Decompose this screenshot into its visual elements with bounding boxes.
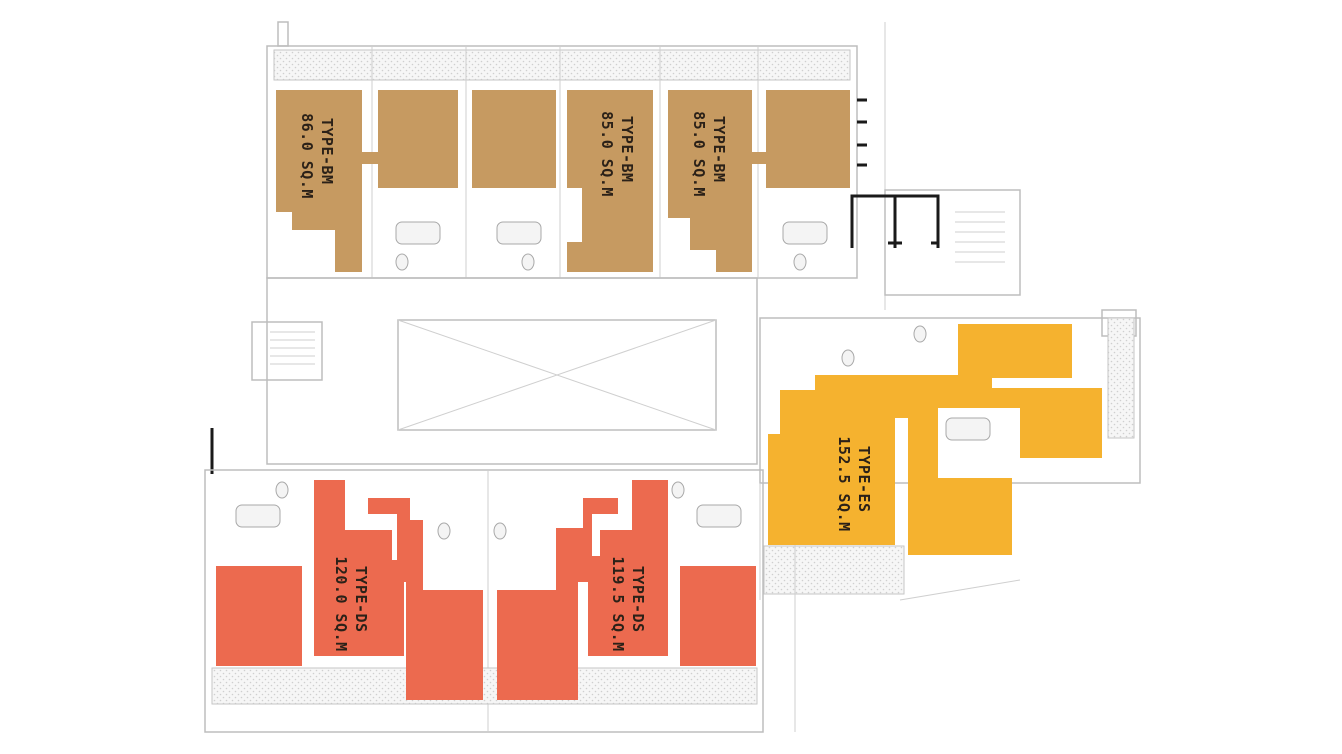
unit-bm-3-area[interactable] xyxy=(668,90,752,272)
unit-ds-2-area[interactable] xyxy=(588,480,668,656)
svg-text:TYPE-ES 152.5 SQ.M: TYPE-ES 152.5 SQ.M xyxy=(835,436,873,531)
unit-bm-1-area[interactable] xyxy=(276,90,362,272)
label-es-1-type: TYPE-ES xyxy=(855,446,873,513)
svg-text:TYPE-BM 85.0 SQ.M: TYPE-BM 85.0 SQ.M xyxy=(690,111,728,197)
building-walls xyxy=(204,21,1141,733)
label-bm-3-type: TYPE-BM xyxy=(710,116,728,183)
unit-bm-3-room[interactable] xyxy=(766,90,850,188)
unit-es-1-room[interactable] xyxy=(958,324,1072,378)
svg-text:TYPE-DS 120.0 SQ.M: TYPE-DS 120.0 SQ.M xyxy=(332,556,370,651)
bottom-balcony xyxy=(211,667,758,705)
bm-units xyxy=(276,90,850,272)
label-ds-1-type: TYPE-DS xyxy=(352,566,370,633)
unit-bm-2-area[interactable] xyxy=(567,90,653,272)
right-stair xyxy=(955,211,1005,263)
unit-ds-2-room[interactable] xyxy=(680,566,756,666)
label-es-1-area: 152.5 SQ.M xyxy=(835,436,853,531)
window-ticks xyxy=(210,98,867,474)
svg-text:TYPE-BM 85.0 SQ.M: TYPE-BM 85.0 SQ.M xyxy=(598,111,636,197)
svg-text:TYPE-BM 86.0 SQ.M: TYPE-BM 86.0 SQ.M xyxy=(298,113,336,199)
unit-bm-1-hall xyxy=(360,152,380,164)
unit-ds-2-wing[interactable] xyxy=(497,498,618,700)
label-bm-3-area: 85.0 SQ.M xyxy=(690,111,708,197)
lift-shafts xyxy=(850,194,940,248)
unit-labels: TYPE-BM 86.0 SQ.M TYPE-BM 85.0 SQ.M TYPE… xyxy=(298,111,873,652)
unit-ds-1-room[interactable] xyxy=(216,566,302,666)
unit-bm-3-hall xyxy=(750,152,768,164)
label-bm-1-area: 86.0 SQ.M xyxy=(298,113,316,199)
label-ds-2-type: TYPE-DS xyxy=(629,566,647,633)
unit-bm-2-cut xyxy=(600,232,640,254)
top-balcony xyxy=(273,49,851,81)
label-ds-1-area: 120.0 SQ.M xyxy=(332,556,350,651)
unit-ds-1-area[interactable] xyxy=(314,480,404,656)
left-stair xyxy=(270,331,315,365)
label-bm-2-type: TYPE-BM xyxy=(618,116,636,183)
unit-es-1-area[interactable] xyxy=(768,360,1102,555)
svg-text:TYPE-DS 119.5 SQ.M: TYPE-DS 119.5 SQ.M xyxy=(609,556,647,651)
es-bathtub xyxy=(945,417,991,441)
es-unit xyxy=(768,324,1102,555)
unit-bm-1-room[interactable] xyxy=(378,90,458,188)
label-ds-2-area: 119.5 SQ.M xyxy=(609,556,627,651)
ds-units xyxy=(216,480,756,700)
unit-ds-1-wing[interactable] xyxy=(368,498,483,700)
label-bm-1-type: TYPE-BM xyxy=(318,118,336,185)
label-bm-2-area: 85.0 SQ.M xyxy=(598,111,616,197)
unit-bm-2-room[interactable] xyxy=(472,90,556,188)
